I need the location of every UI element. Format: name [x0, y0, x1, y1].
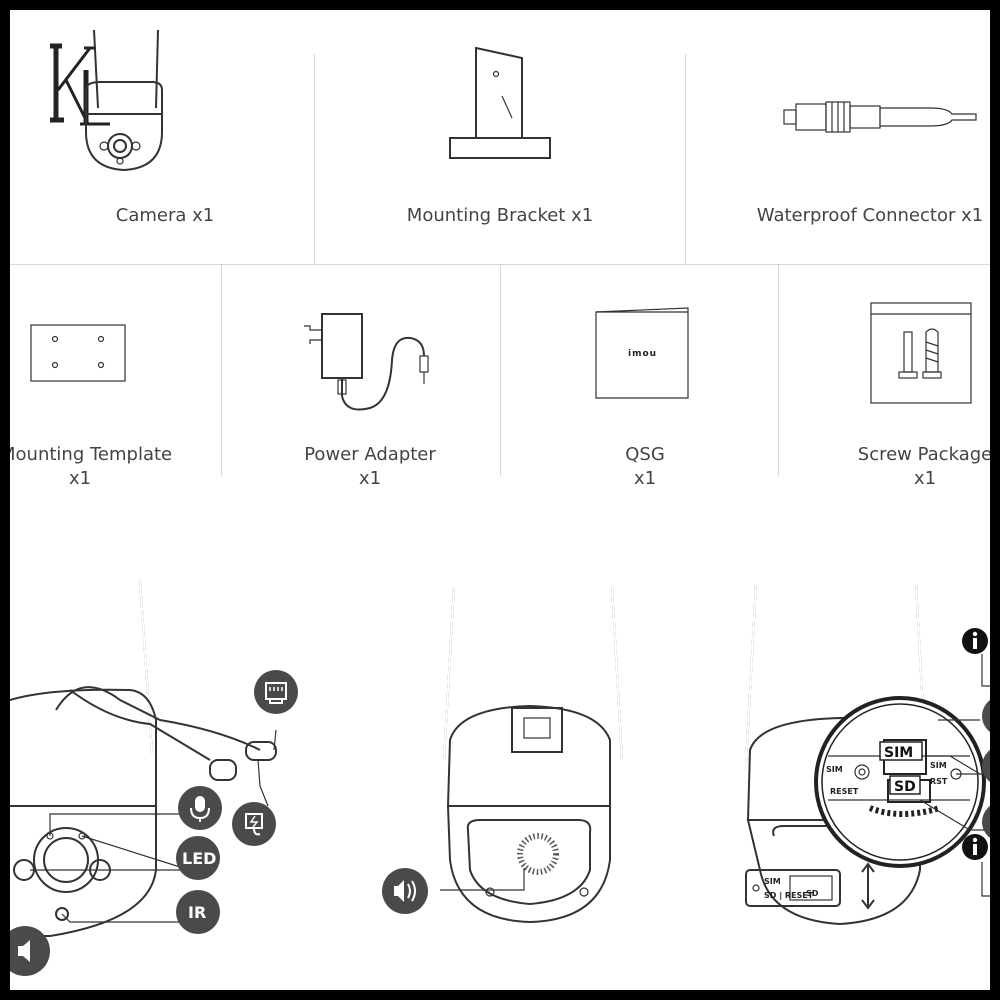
speaker-callout-icon — [10, 926, 50, 976]
screw-package-label: Screw Package — [857, 444, 990, 465]
waterproof-connector-label: Waterproof Connector x1 — [756, 205, 984, 226]
qsg-illustration: imou — [595, 307, 689, 399]
mini-sim-label: SIM — [764, 877, 781, 886]
power-adapter-label: Power Adapter — [304, 444, 436, 465]
screw-package-illustration — [870, 302, 972, 404]
callout-circle-right-2 — [982, 750, 990, 782]
mounting-template-qty: x1 — [68, 468, 92, 489]
mounting-template-illustration — [30, 324, 126, 382]
screw-package-qty: x1 — [913, 468, 937, 489]
sim-slot-label: SIM — [884, 745, 913, 761]
power-adapter-illustration — [304, 313, 429, 411]
led-callout-icon: LED — [176, 836, 220, 880]
mounting-bracket-illustration — [449, 46, 551, 159]
divider — [221, 264, 222, 476]
sim-text: SIM — [826, 765, 843, 774]
reset-text: RESET — [830, 787, 859, 796]
camera-back-diagram — [440, 585, 623, 924]
divider — [685, 54, 686, 264]
svg-text:LED: LED — [182, 849, 216, 868]
camera-slot-diagram: SIM SD | RESET SD SIM SD SIM RESET SIM R… — [745, 583, 990, 926]
ir-callout-icon: IR — [176, 890, 220, 934]
microphone-callout-icon — [178, 786, 222, 830]
qsg-brand-text: imou — [628, 349, 657, 359]
callout-circle-right-1 — [982, 700, 990, 732]
sim-right-text: SIM — [930, 761, 947, 770]
ethernet-port-callout-icon — [254, 670, 298, 714]
qsg-label: QSG — [625, 444, 665, 465]
power-port-callout-icon — [232, 802, 276, 846]
rst-text: RST — [930, 777, 948, 786]
svg-text:IR: IR — [188, 903, 206, 922]
product-sheet: KL Camera x1 Mounting Bracket x1 — [10, 10, 990, 990]
camera-label: Camera x1 — [115, 205, 215, 226]
camera-illustration — [85, 29, 163, 172]
callout-circle-right-3 — [982, 806, 990, 838]
mini-sd-reset-label: SD | RESET — [764, 891, 814, 900]
camera-front-diagram — [10, 579, 277, 937]
sd-slot-label: SD — [894, 779, 916, 795]
waterproof-connector-illustration — [783, 101, 977, 133]
divider — [778, 264, 779, 476]
speaker-callout-icon-2 — [382, 868, 428, 914]
power-adapter-qty: x1 — [358, 468, 382, 489]
qsg-qty: x1 — [633, 468, 657, 489]
divider — [500, 264, 501, 476]
info-icon-bottom — [962, 834, 988, 860]
mini-sd-label: SD — [806, 889, 819, 898]
info-icon-top — [962, 628, 988, 654]
divider — [314, 54, 315, 264]
mounting-bracket-label: Mounting Bracket x1 — [406, 205, 594, 226]
mounting-template-label: Mounting Template — [10, 444, 173, 465]
